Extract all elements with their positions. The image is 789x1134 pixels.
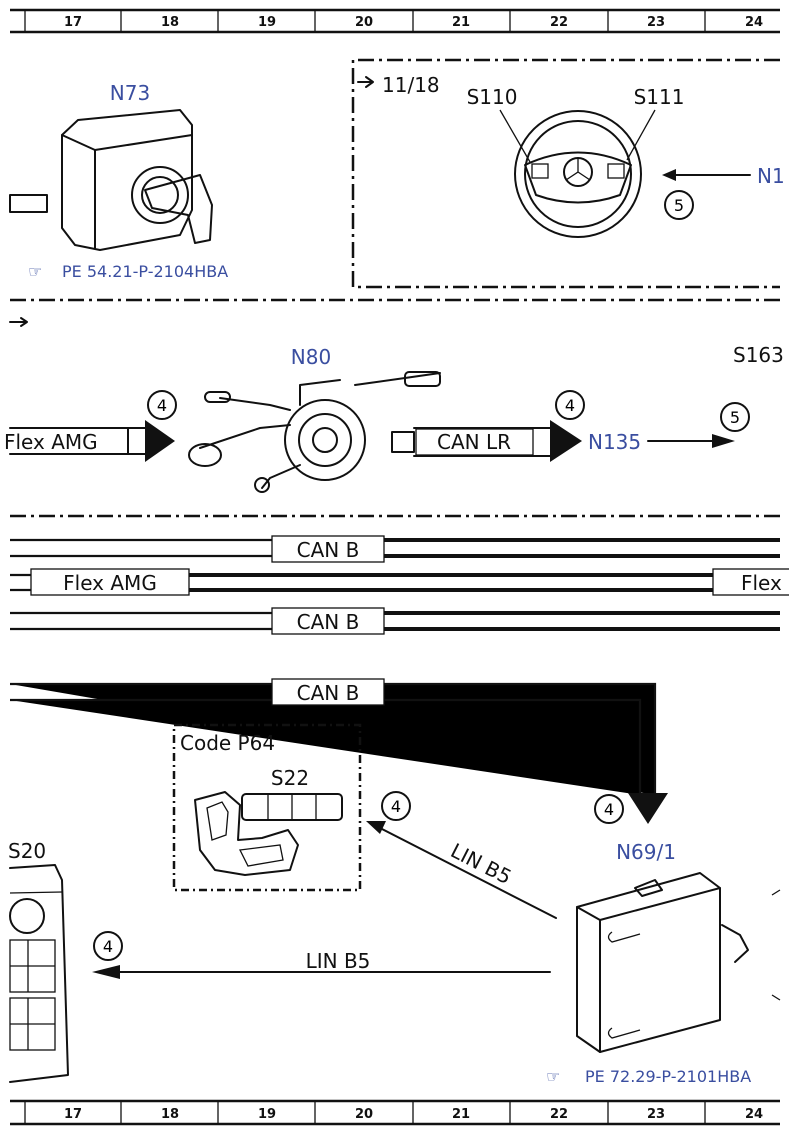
n80-steering-column-module: N80 Flex AMG 4 bbox=[4, 345, 441, 493]
key-cylinder bbox=[131, 166, 189, 224]
circle-4-n69-num: 4 bbox=[604, 800, 614, 819]
stalk-lower-icon bbox=[254, 477, 270, 493]
arrow-goto-icon bbox=[357, 76, 374, 88]
arrow-lin-to-s22-icon bbox=[366, 821, 386, 834]
n73-connector bbox=[9, 194, 48, 213]
ruler-col-18: 18 bbox=[161, 15, 179, 30]
can-lr-box bbox=[415, 428, 534, 456]
circle-4-s22-num: 4 bbox=[391, 797, 401, 816]
flex-amg-partial-label[interactable]: Flex AMG bbox=[4, 430, 98, 454]
bottom-ruler-col-24: 24 bbox=[745, 1107, 763, 1122]
can-b-box-1 bbox=[271, 535, 385, 563]
arrow-to-wheel-icon bbox=[662, 169, 676, 181]
can-b-box-3 bbox=[271, 678, 385, 706]
flex-partial-box bbox=[712, 568, 789, 596]
bottom-ruler-col-23: 23 bbox=[647, 1107, 665, 1122]
arrow-can-lr-icon bbox=[550, 420, 582, 462]
can-lr-link: CAN LR 4 N135 5 S163 bbox=[391, 343, 784, 462]
s20-switch-panel: S20 4 bbox=[8, 839, 123, 1083]
steering-wheel-group: 11/18 S110 S111 N1 5 bbox=[351, 58, 785, 289]
bottom-ruler-col-17: 17 bbox=[64, 1107, 82, 1122]
circle-4-s22 bbox=[381, 791, 411, 821]
circle-4-n80 bbox=[147, 390, 177, 420]
stalk-upper-icon bbox=[204, 391, 231, 403]
s111-button-icon bbox=[607, 163, 625, 179]
clock-spring-icon bbox=[284, 399, 366, 481]
key-icon bbox=[144, 174, 213, 244]
ruler-col-19: 19 bbox=[258, 15, 276, 30]
lin-b5-upper-label[interactable]: LIN B5 bbox=[447, 838, 516, 889]
arrow-to-5-icon bbox=[712, 434, 735, 448]
circle-4-can-lr bbox=[555, 390, 585, 420]
can-lr-label[interactable]: CAN LR bbox=[437, 430, 511, 454]
n73-ref[interactable]: PE 54.21-P-2104HBA bbox=[62, 262, 228, 281]
code-p64-boundary bbox=[172, 723, 362, 892]
stalk-right-icon bbox=[404, 371, 441, 387]
ruler-col-22: 22 bbox=[550, 15, 568, 30]
control-unit-box-icon bbox=[576, 872, 721, 1053]
ruler-col-17: 17 bbox=[64, 15, 82, 30]
circle-5-steering-num: 5 bbox=[674, 196, 684, 215]
can-b-label-3[interactable]: CAN B bbox=[297, 681, 360, 705]
bottom-ruler-col-20: 20 bbox=[355, 1107, 373, 1122]
arrow-lin-to-s20-icon bbox=[92, 965, 120, 979]
can-b-box-2 bbox=[271, 607, 385, 635]
circle-4-n80-num: 4 bbox=[157, 396, 167, 415]
s110-button-icon bbox=[531, 163, 549, 179]
n1-partial[interactable]: N1 bbox=[757, 164, 785, 188]
bottom-ruler-col-19: 19 bbox=[258, 1107, 276, 1122]
flex-amg-box bbox=[30, 568, 190, 596]
circle-5-n135 bbox=[720, 402, 750, 432]
code-p64-group: Code P64 S22 4 bbox=[172, 723, 411, 892]
steering-wheel-icon bbox=[514, 110, 642, 238]
bottom-ruler-col-22: 22 bbox=[550, 1107, 568, 1122]
s20-round-button-icon bbox=[9, 898, 45, 934]
lin-b5-lower-label[interactable]: LIN B5 bbox=[306, 949, 371, 973]
n73-code[interactable]: N73 bbox=[110, 81, 150, 105]
steering-boundary bbox=[351, 58, 780, 289]
n73-ref-icon: ☞ bbox=[28, 262, 42, 281]
arrow-flex-to-n80-icon bbox=[145, 420, 175, 462]
can-b-label-1[interactable]: CAN B bbox=[297, 538, 360, 562]
n73-ignition-switch: N73 ☞ PE 54.21-P-2104HBA bbox=[9, 81, 228, 281]
n69-1-control-unit: N69/1 4 LIN B5 LIN B5 ☞ PE 72.29-P-2101H… bbox=[92, 794, 781, 1086]
n135-label[interactable]: N135 bbox=[588, 430, 641, 454]
can-b-label-2[interactable]: CAN B bbox=[297, 610, 360, 634]
s110-label[interactable]: S110 bbox=[467, 85, 518, 109]
arrow-can-b-to-n69-icon bbox=[628, 793, 668, 824]
n69-1-code[interactable]: N69/1 bbox=[616, 840, 676, 864]
s111-label[interactable]: S111 bbox=[634, 85, 685, 109]
s22-label[interactable]: S22 bbox=[271, 766, 309, 790]
circle-4-n69 bbox=[594, 794, 624, 824]
bottom-ruler-col-18: 18 bbox=[161, 1107, 179, 1122]
ruler-col-20: 20 bbox=[355, 15, 373, 30]
ruler-col-23: 23 bbox=[647, 15, 665, 30]
s163-partial[interactable]: S163 bbox=[733, 343, 784, 367]
s20-code[interactable]: S20 bbox=[8, 839, 46, 863]
circle-5-steering bbox=[664, 190, 694, 220]
circle-4-can-lr-num: 4 bbox=[565, 396, 575, 415]
bus-lines: CAN B Flex AMG Flex CAN B CAN B bbox=[10, 535, 789, 824]
n80-code[interactable]: N80 bbox=[291, 345, 331, 369]
ruler-col-24: 24 bbox=[745, 15, 763, 30]
stalk-left-icon bbox=[188, 443, 222, 467]
bottom-ruler: 17 18 19 20 21 22 23 24 bbox=[10, 1099, 780, 1126]
circle-4-s20-num: 4 bbox=[103, 937, 113, 956]
ruler-col-21: 21 bbox=[452, 15, 470, 30]
top-ruler: 17 18 19 20 21 22 23 24 bbox=[10, 8, 780, 34]
small-arrow-icon bbox=[9, 317, 28, 327]
circle-4-s20 bbox=[93, 931, 123, 961]
code-p64-label[interactable]: Code P64 bbox=[180, 731, 275, 755]
circle-5-n135-num: 5 bbox=[730, 408, 740, 427]
n69-1-ref-icon: ☞ bbox=[546, 1067, 560, 1086]
n69-1-ref[interactable]: PE 72.29-P-2101HBA bbox=[585, 1067, 751, 1086]
seat-adjust-switch-icon bbox=[194, 791, 299, 876]
bottom-ruler-col-21: 21 bbox=[452, 1107, 470, 1122]
flex-partial-label[interactable]: Flex bbox=[741, 571, 782, 595]
steering-goto[interactable]: 11/18 bbox=[382, 73, 440, 97]
flex-amg-label[interactable]: Flex AMG bbox=[63, 571, 157, 595]
